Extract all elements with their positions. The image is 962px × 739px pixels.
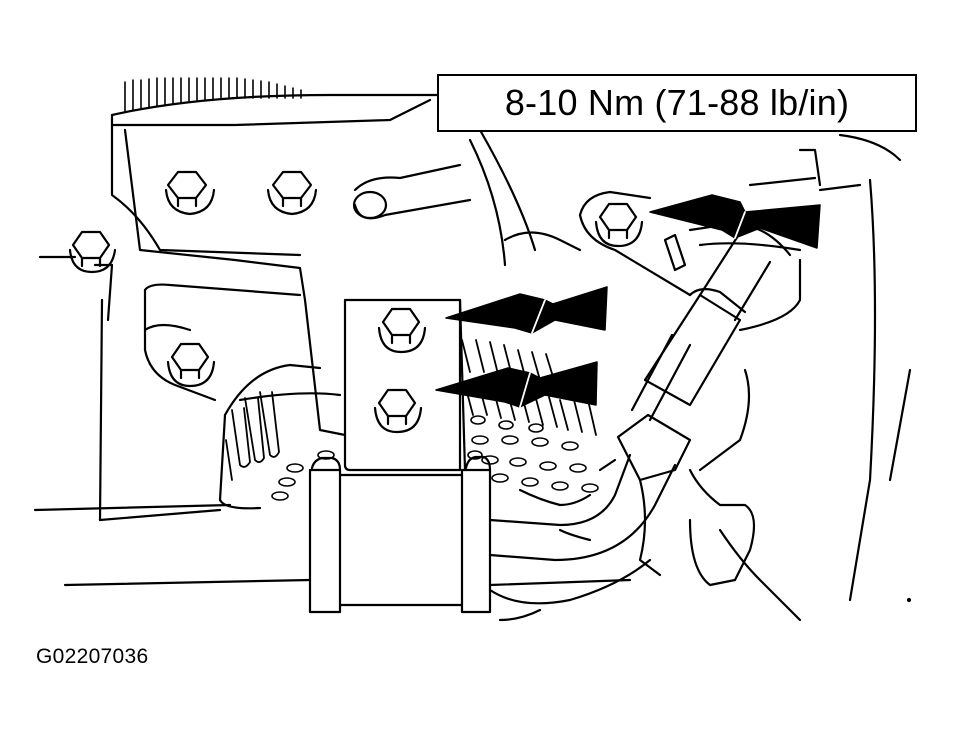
- registration-dot: [906, 597, 912, 603]
- hex-bolt-icon: [377, 307, 427, 354]
- arrow-icon-highlight: [519, 211, 746, 408]
- tube-line: [488, 223, 802, 622]
- arrow-icon: [435, 194, 821, 408]
- hex-bolt-icon: [164, 170, 216, 216]
- lower-frame: [33, 392, 802, 622]
- upper-bracket: [123, 128, 582, 437]
- heat-shield: [218, 339, 599, 510]
- hex-bolt-icon: [373, 388, 423, 434]
- right-bracket-tab: [578, 133, 912, 602]
- figure-id-label: G02207036: [36, 645, 149, 668]
- hex-bolt-icon: [594, 202, 644, 248]
- hex-bolt-icon: [166, 342, 216, 388]
- center-bracket: [343, 298, 467, 472]
- block-hatching: [124, 77, 302, 113]
- torque-spec-text: 8-10 Nm (71-88 lb/in): [504, 82, 850, 123]
- shield-holes: [271, 415, 599, 501]
- left-arm-bracket: [38, 255, 302, 522]
- hose-clamp: [308, 455, 492, 614]
- torque-spec-callout: 8-10 Nm (71-88 lb/in): [437, 74, 917, 132]
- hex-bolt-icon: [266, 170, 318, 216]
- engine-block: [110, 77, 472, 257]
- hex-bolt-icon: [68, 230, 117, 274]
